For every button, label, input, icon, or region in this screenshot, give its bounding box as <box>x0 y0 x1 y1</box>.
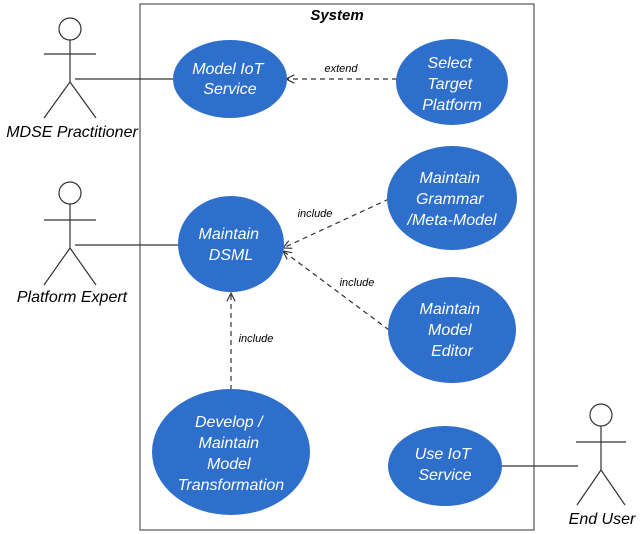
actor-mdse-practitioner[interactable] <box>43 17 97 119</box>
usecase-label: Model <box>428 322 472 339</box>
usecase-maintain-model-editor[interactable]: Maintain Model Editor <box>388 277 516 383</box>
usecase-label: Editor <box>431 343 473 360</box>
include-label-editor: include <box>340 277 375 289</box>
system-title: System <box>310 7 363 24</box>
svg-text:Develop / Maintain: Develop / Maintain Model Transformation <box>178 414 285 494</box>
svg-text:Maintain Grammar /: Maintain Grammar /Meta-Model <box>407 170 497 229</box>
usecase-label: Grammar <box>416 191 484 208</box>
usecase-label: Maintain <box>420 170 481 187</box>
actor-label-end-user: End User <box>569 511 636 528</box>
usecase-label: Use IoT <box>415 446 472 463</box>
actor-head-icon <box>58 17 82 41</box>
usecase-label: Maintain <box>420 301 481 318</box>
usecase-label: Service <box>203 81 256 98</box>
usecase-label: Target <box>427 76 472 93</box>
actor-head-icon <box>58 181 82 205</box>
include-label-transformation: include <box>239 333 274 345</box>
usecase-label: Platform <box>422 97 482 114</box>
include-label-grammar: include <box>298 208 333 220</box>
usecase-label: /Meta-Model <box>407 212 497 229</box>
usecase-label: Model <box>207 456 251 473</box>
actor-head-icon <box>589 403 613 427</box>
usecase-maintain-dsml[interactable]: Maintain DSML <box>178 196 284 292</box>
svg-text:Model IoT Service: Model IoT Service <box>192 61 268 98</box>
usecase-label: DSML <box>209 247 253 264</box>
usecase-develop-model-transformation[interactable]: Develop / Maintain Model Transformation <box>152 389 310 515</box>
actor-end-user[interactable] <box>576 403 626 506</box>
usecase-label: Model IoT <box>192 61 264 78</box>
usecase-label: Develop / <box>195 414 264 431</box>
actor-label-mdse-practitioner: MDSE Practitioner <box>6 124 138 141</box>
svg-text:Maintain DSML: Maintain DSML <box>199 226 264 264</box>
actor-platform-expert[interactable] <box>43 181 97 286</box>
usecase-use-iot-service[interactable]: Use IoT Service <box>388 426 502 506</box>
svg-text:Use IoT Service: Use IoT Service <box>415 446 475 484</box>
extend-label: extend <box>324 63 358 75</box>
actor-label-platform-expert: Platform Expert <box>17 289 128 306</box>
usecase-label: Maintain <box>199 226 260 243</box>
svg-text:Maintain Model Edi: Maintain Model Editor <box>420 301 485 360</box>
usecase-label: Select <box>428 55 473 72</box>
usecase-maintain-grammar[interactable]: Maintain Grammar /Meta-Model <box>387 146 517 250</box>
include-arrow-editor <box>283 251 390 331</box>
usecase-label: Service <box>418 467 471 484</box>
svg-text:Select Target Plat: Select Target Platform <box>422 55 482 114</box>
usecase-model-iot-service[interactable]: Model IoT Service <box>173 40 287 118</box>
include-arrow-grammar <box>283 198 390 248</box>
usecase-label: Maintain <box>199 435 260 452</box>
usecase-label: Transformation <box>178 477 285 494</box>
usecase-select-target-platform[interactable]: Select Target Platform <box>396 39 508 125</box>
system-boundary <box>139 3 535 531</box>
